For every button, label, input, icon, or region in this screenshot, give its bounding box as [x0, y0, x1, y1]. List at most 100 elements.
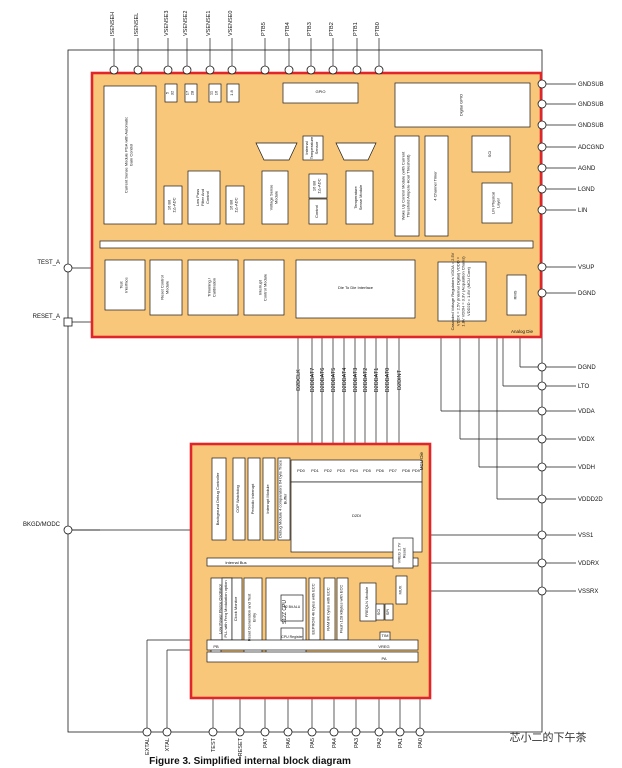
mcu-pa-bar	[206, 651, 419, 663]
d2d-label-d2ddat1: D2DDAT1	[374, 368, 380, 393]
analog-label-d2d_if: Die To Die Interface	[338, 285, 374, 290]
analog-test_if	[104, 259, 146, 311]
pin-pa7	[260, 727, 270, 737]
right-pin-label-vddd2d-14: VDDD2D	[578, 497, 603, 503]
analog-label-test_if: TestInterface	[118, 276, 128, 292]
pin-vsense2	[182, 65, 192, 75]
mcu-port-pd9: PD9	[412, 468, 421, 473]
pin-vsup-7	[537, 262, 547, 272]
analog-small-block-0	[164, 83, 178, 103]
watermark: 芯小二的下午茶	[510, 730, 587, 744]
mcu-port-pd2: PD2	[324, 468, 333, 473]
analog-adc1	[163, 185, 183, 225]
analog-wakeup	[394, 135, 420, 237]
mcu-label-tim: TIM	[382, 633, 389, 638]
left-pin-label-reset-a: RESET_A	[33, 314, 60, 320]
pin-ptb0	[374, 65, 384, 75]
highlight-mcu-die	[189, 442, 432, 700]
mcu-port-pd8: PD8	[402, 468, 411, 473]
top-pin-label-isensel: ISENSEL	[134, 13, 140, 36]
analog-small-label-0: 532	[164, 90, 174, 95]
pin-lin-6	[537, 205, 547, 215]
mcu-label-mux: MUX	[398, 585, 403, 594]
d2d-label-d2ddat6: D2DDAT6	[320, 368, 326, 393]
mcu-cpu-alu	[280, 594, 304, 622]
blocks	[67, 49, 543, 733]
right-pin-label-lto-10: LTO	[578, 384, 589, 390]
pin-pa3	[351, 727, 361, 737]
analog-sci	[471, 135, 511, 173]
mcu-spi	[384, 603, 394, 621]
mcu-bdm	[211, 457, 227, 541]
mcu-internal-bus	[206, 557, 419, 567]
pin-pa6	[283, 727, 293, 737]
mcu-label-pb: PB	[213, 644, 219, 649]
analog-regulators	[437, 261, 487, 322]
analog-voltage_sense	[261, 170, 289, 225]
mcu-die-label: MCU Die	[419, 452, 424, 471]
top-pin-label-ptb5: PTB5	[261, 22, 267, 36]
pin-reset	[235, 727, 245, 737]
mcu-label-debug: Debug Module 4 comparators 64 byte Trace…	[277, 459, 287, 538]
top-pin-label-ptb0: PTB0	[375, 22, 381, 36]
pin-extal	[142, 727, 152, 737]
mcu-label-flash: Flash 128 kBytes with ECC	[339, 585, 344, 634]
right-pin-label-lgnd-5: LGND	[578, 187, 595, 193]
analog-mux2	[335, 142, 377, 161]
pin-pa0	[415, 727, 425, 737]
analog-label-control: Control	[314, 205, 319, 218]
analog-label-digital_gpio: Digital GPIO	[459, 94, 464, 116]
mcu-int_module	[262, 457, 276, 541]
pin-ptb3	[306, 65, 316, 75]
analog-trimming	[187, 259, 239, 316]
top-pin-label-vsense3: VSENSE3	[164, 11, 170, 36]
pin-pa4	[329, 727, 339, 737]
analog-label-wakeup: Wake Up Control Module (with CurrentThre…	[400, 151, 410, 220]
right-pin-label-vddh-13: VDDH	[578, 465, 595, 471]
mcu-periodic_int	[247, 457, 261, 541]
mcu-port-pd1: PD1	[311, 468, 320, 473]
right-pin-label-adcgnd-3: ADCGND	[578, 145, 605, 151]
analog-adc2	[225, 185, 245, 225]
bottom-pin-label-pa7: PA7	[263, 738, 269, 748]
mcu-label-vreg_bar: VREG	[378, 644, 389, 649]
pin-lgnd-5	[537, 184, 547, 194]
mcu-label-sci: SCI	[376, 609, 381, 616]
right-pin-label-gndsub-2: GNDSUB	[578, 123, 604, 129]
analog-label-adc1: 16 BitΣΔ-ADC	[166, 197, 176, 212]
analog-int_temp	[302, 135, 324, 161]
mcu-port-pd7: PD7	[389, 468, 398, 473]
pin-ptb5	[260, 65, 270, 75]
mcu-port-pd6: PD6	[376, 468, 385, 473]
pin-vsense0	[227, 65, 237, 75]
pin-vssrx-17	[537, 586, 547, 596]
analog-small-block-1	[184, 83, 198, 103]
top-pin-label-ptb3: PTB3	[307, 22, 313, 36]
mcu-port-pd5: PD5	[363, 468, 372, 473]
mcu-label-eeprom: EEPROM 4k bytes with ECC	[311, 583, 316, 634]
analog-gpio	[282, 82, 359, 104]
right-pin-label-vsup-7: VSUP	[578, 265, 594, 271]
mcu-label-vreg: VREG 2.7VReset	[396, 542, 406, 563]
pin-dgnd-9	[537, 362, 547, 372]
figure-caption: Figure 3. Simplified internal block diag…	[149, 756, 351, 767]
pin-vsense3	[163, 65, 173, 75]
bottom-pin-label-test: TEST	[211, 737, 217, 752]
mcu-vreg	[392, 537, 414, 569]
analog-label-gpio: GPIO	[315, 89, 325, 94]
pin-gndsub-1	[537, 99, 547, 109]
analog-label-interrupt: InterruptControl Module	[257, 273, 267, 301]
mcu-vreg-bar	[206, 639, 419, 651]
mcu-label-internal_bus: Internal Bus	[225, 560, 246, 565]
pins	[63, 65, 547, 737]
top-pin-label-isenseh: ISENSEH	[110, 12, 116, 36]
pin-gndsub-2	[537, 120, 547, 130]
mcu-debug	[277, 457, 291, 541]
analog-timer	[424, 135, 449, 237]
mcu-port-pd4: PD4	[350, 468, 359, 473]
analog-die-label: Analog Die	[511, 329, 534, 334]
analog-label-lpf: Low PassFilter AndControl	[195, 189, 210, 206]
mcu-label-osc: Low Power Pierce Oscillator	[218, 583, 223, 634]
